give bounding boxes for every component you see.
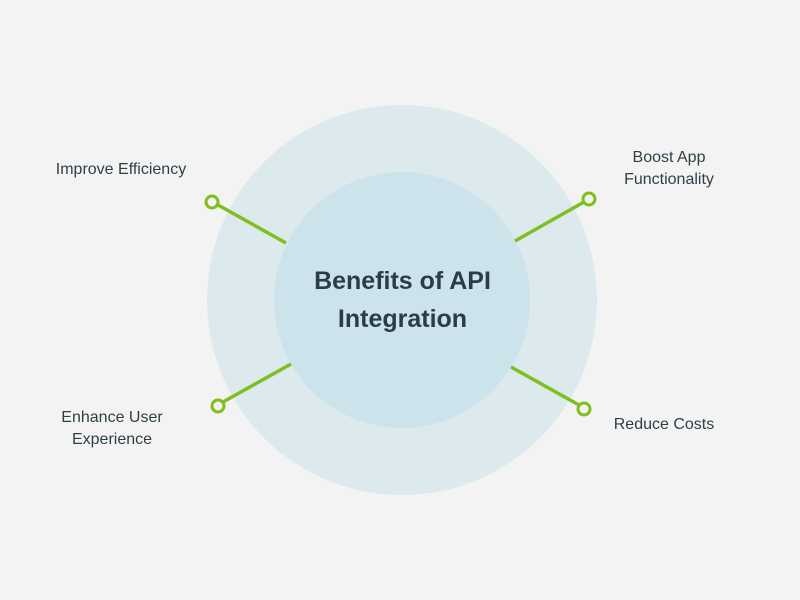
benefit-label-line-2: Experience [71,431,153,448]
benefit-label-line-2: Functionality [624,171,714,188]
benefit-label-enhance-ux: Enhance User Experience [40,407,184,451]
benefit-label-line-1: Reduce Costs [613,416,715,433]
connector-line-enhance-ux [222,362,292,404]
inner-circle [274,172,530,428]
connector-dot-boost-app [581,191,597,207]
benefit-label-improve-efficiency: Improve Efficiency [40,159,202,181]
benefit-label-reduce-costs: Reduce Costs [598,414,730,436]
connector-line-reduce-costs [510,365,580,407]
connector-dot-improve-efficiency [204,194,220,210]
benefit-label-line-1: Enhance User [61,409,163,426]
connector-dot-enhance-ux [210,398,226,414]
connector-dot-reduce-costs [576,401,592,417]
connector-line-improve-efficiency [217,203,287,245]
connector-line-boost-app [514,200,585,243]
center-title-line-1: Benefits of API [314,267,491,295]
center-title-line-2: Integration [337,305,468,333]
benefit-label-boost-app: Boost App Functionality [600,147,738,191]
benefit-label-line-1: Boost App [632,149,706,166]
center-title: Benefits of API Integration [275,262,530,338]
benefit-label-line-1: Improve Efficiency [55,161,187,178]
